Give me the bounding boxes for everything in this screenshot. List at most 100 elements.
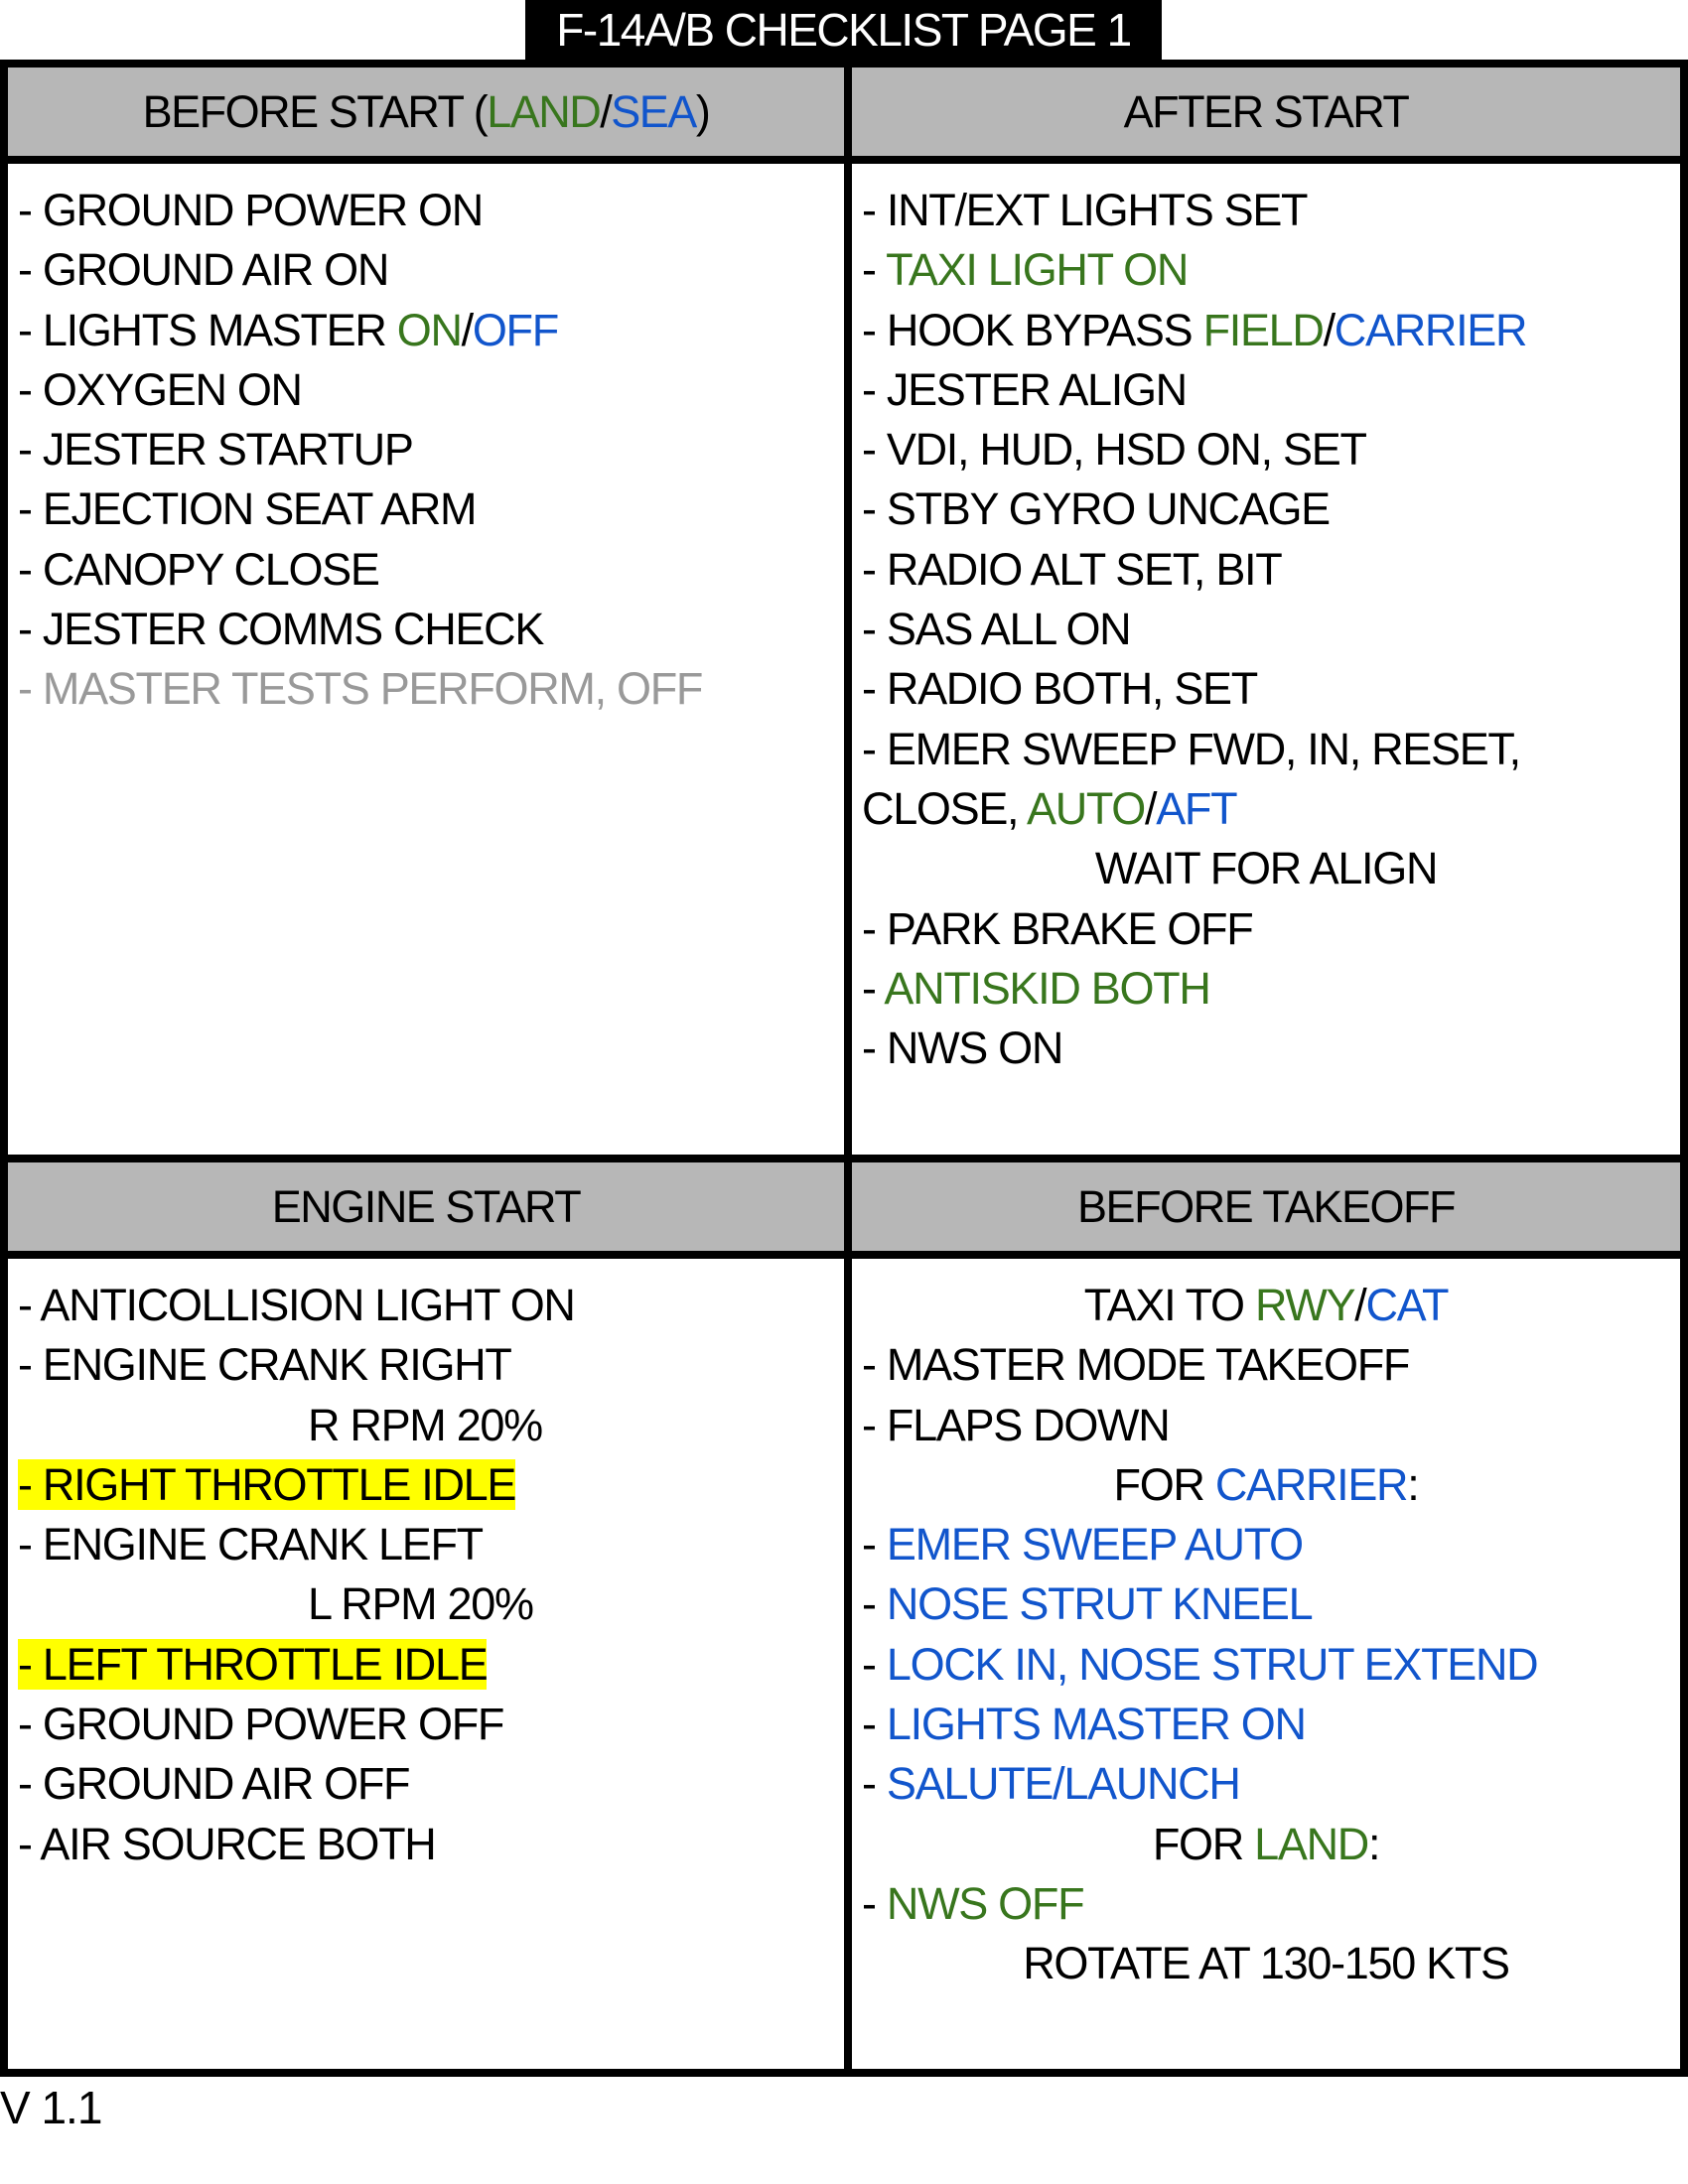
table-border-right <box>1680 60 1688 2077</box>
checklist-item: - MASTER TESTS PERFORM, OFF <box>18 659 834 719</box>
bullet-dash: - <box>862 663 887 715</box>
checklist-item: - NWS ON <box>862 1019 1670 1078</box>
item-content: - VDI, HUD, HSD ON, SET <box>862 424 1367 475</box>
item-content: FOR CARRIER: <box>1114 1459 1420 1510</box>
column-divider <box>844 60 852 2077</box>
bullet-dash: - <box>18 483 43 535</box>
item-content: - SAS ALL ON <box>862 604 1132 654</box>
item-content: - LOCK IN, NOSE STRUT EXTEND <box>862 1638 1539 1690</box>
item-text: NWS OFF <box>886 1877 1085 1929</box>
item-content: FOR LAND: <box>1152 1818 1381 1869</box>
slash: / <box>1144 782 1158 834</box>
item-text: NOSE STRUT KNEEL <box>886 1578 1314 1630</box>
sea-option: OFF <box>472 304 559 355</box>
item-text: LIGHTS MASTER <box>42 304 397 355</box>
item-text: ANTISKID BOTH <box>884 962 1210 1014</box>
item-content: CLOSE, AUTO/AFT <box>862 782 1238 834</box>
item-content: - JESTER STARTUP <box>18 424 414 476</box>
bullet-dash: - <box>18 1519 43 1570</box>
checklist-item: - OXYGEN ON <box>18 360 834 420</box>
item-text: RIGHT THROTTLE IDLE <box>42 1458 517 1510</box>
item-content: - ENGINE CRANK LEFT <box>18 1519 484 1570</box>
bullet-dash: - <box>862 962 885 1014</box>
bullet-dash: - <box>18 543 43 595</box>
checklist-item: - RADIO BOTH, SET <box>862 659 1670 719</box>
highlighted-step: - LEFT THROTTLE IDLE <box>18 1638 489 1690</box>
item-content: - FLAPS DOWN <box>862 1399 1171 1450</box>
item-text: TAXI LIGHT ON <box>886 244 1189 296</box>
checklist-item: - NWS OFF <box>862 1874 1670 1934</box>
checklist-item: - JESTER COMMS CHECK <box>18 600 834 659</box>
header-text: BEFORE START ( <box>142 86 489 137</box>
item-content: - ANTICOLLISION LIGHT ON <box>18 1280 576 1330</box>
checklist-item: FOR LAND: <box>862 1815 1670 1874</box>
bullet-dash: - <box>18 185 43 235</box>
item-content: - TAXI LIGHT ON <box>862 244 1189 296</box>
bullet-dash: - <box>18 424 43 476</box>
item-text: GROUND AIR ON <box>42 244 389 296</box>
checklist-item: - ANTISKID BOTH <box>862 959 1670 1019</box>
checklist-item: - RIGHT THROTTLE IDLE <box>18 1455 834 1515</box>
land-option: ON <box>396 304 463 355</box>
checklist-item: - EJECTION SEAT ARM <box>18 479 834 539</box>
row-border-bottom <box>0 2069 1688 2077</box>
item-content: - EMER SWEEP AUTO <box>862 1519 1304 1570</box>
item-text: AIR SOURCE BOTH <box>40 1818 436 1869</box>
page-title: F-14A/B CHECKLIST PAGE 1 <box>525 0 1162 60</box>
item-text: NWS ON <box>886 1023 1064 1074</box>
item-content: - MASTER MODE TAKEOFF <box>862 1339 1410 1390</box>
sea-label: SEA <box>611 86 697 137</box>
checklist-item: - GROUND POWER OFF <box>18 1695 834 1754</box>
row-border-header1-bottom <box>0 156 1688 164</box>
item-text: RADIO ALT SET, BIT <box>886 543 1283 595</box>
bullet-dash: - <box>18 1458 43 1510</box>
checklist-item: - PARK BRAKE OFF <box>862 899 1670 959</box>
section-header-after-start: AFTER START <box>852 68 1680 156</box>
item-text: ANTICOLLISION LIGHT ON <box>40 1280 575 1330</box>
item-content: - HOOK BYPASS FIELD/CARRIER <box>862 304 1528 355</box>
section-engine-start: - ANTICOLLISION LIGHT ON - ENGINE CRANK R… <box>8 1259 844 2069</box>
item-text: LIGHTS MASTER ON <box>886 1699 1307 1750</box>
table-border-left <box>0 60 8 2077</box>
highlighted-step: - RIGHT THROTTLE IDLE <box>18 1458 517 1510</box>
item-text: EJECTION SEAT ARM <box>42 483 478 535</box>
item-content: - NOSE STRUT KNEEL <box>862 1578 1314 1630</box>
item-text: L RPM 20% <box>308 1578 534 1630</box>
item-text: TAXI TO <box>1083 1280 1255 1330</box>
item-content: - SALUTE/LAUNCH <box>862 1758 1241 1810</box>
item-text: ENGINE CRANK RIGHT <box>42 1339 512 1391</box>
item-content: - NWS OFF <box>862 1877 1085 1929</box>
row-border-header2-bottom <box>0 1251 1688 1259</box>
item-text: JESTER ALIGN <box>886 363 1188 415</box>
land-option: AUTO <box>1026 782 1146 834</box>
item-content: - STBY GYRO UNCAGE <box>862 483 1331 535</box>
bullet-dash: - <box>862 1023 887 1074</box>
item-text: CLOSE, <box>862 782 1027 834</box>
item-content: ROTATE AT 130-150 KTS <box>1023 1938 1510 1988</box>
item-content: - GROUND AIR ON <box>18 244 389 296</box>
bullet-dash: - <box>862 1399 887 1450</box>
sea-option: CARRIER <box>1334 304 1528 355</box>
slash: / <box>600 86 613 137</box>
item-content: - INT/EXT LIGHTS SET <box>862 185 1309 235</box>
item-text: JESTER COMMS CHECK <box>42 604 544 655</box>
checklist-item: L RPM 20% <box>18 1574 834 1634</box>
bullet-dash: - <box>862 483 887 535</box>
item-content: R RPM 20% <box>308 1400 543 1450</box>
checklist-item: - STBY GYRO UNCAGE <box>862 479 1670 539</box>
item-text: LOCK IN, NOSE STRUT EXTEND <box>886 1638 1539 1690</box>
checklist-item: - SAS ALL ON <box>862 600 1670 659</box>
item-text: FOR <box>1152 1818 1255 1869</box>
bullet-dash: - <box>18 1638 43 1690</box>
checklist-item: WAIT FOR ALIGN <box>862 839 1670 898</box>
section-before-takeoff: TAXI TO RWY/CAT- MASTER MODE TAKEOFF- FL… <box>852 1259 1680 2069</box>
item-text: SALUTE/LAUNCH <box>886 1758 1241 1810</box>
land-option: RWY <box>1254 1280 1356 1330</box>
bullet-dash: - <box>18 1339 43 1391</box>
item-text: HOOK BYPASS <box>886 304 1203 355</box>
section-header-before-takeoff: BEFORE TAKEOFF <box>852 1162 1680 1251</box>
bullet-dash: - <box>862 723 887 774</box>
item-content: - RADIO ALT SET, BIT <box>862 543 1283 595</box>
item-text: GROUND POWER OFF <box>42 1699 504 1750</box>
item-suffix: : <box>1367 1818 1381 1869</box>
